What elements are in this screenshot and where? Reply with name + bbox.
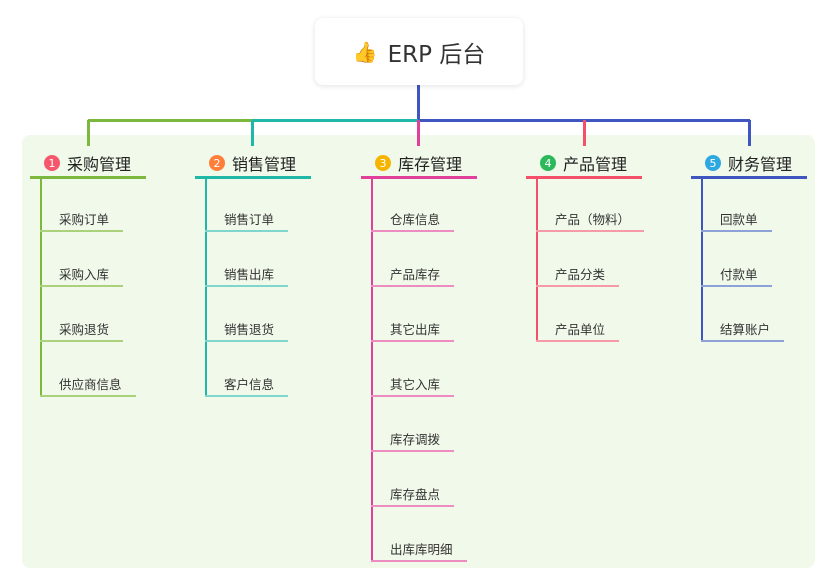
leaf-item[interactable]: 供应商信息 [59,377,122,392]
branch-3[interactable]: 3 库存管理 [375,151,462,175]
leaf-underline [701,340,784,342]
number-badge: 5 [705,155,721,171]
leaf-underline [40,230,123,232]
leaf-item[interactable]: 销售订单 [224,212,275,227]
leaf-underline [536,230,644,232]
branch-connector [583,120,586,146]
leaf-underline [701,230,772,232]
leaf-underline [371,340,454,342]
leaf-item[interactable]: 产品分类 [555,267,606,282]
leaf-item[interactable]: 库存调拨 [390,432,441,447]
leaf-underline [371,450,454,452]
leaf-item[interactable]: 其它出库 [390,322,441,337]
branch-1[interactable]: 1 采购管理 [44,151,131,175]
leaf-underline [371,285,454,287]
trunk-connector [417,85,420,121]
leaf-item[interactable]: 销售退货 [224,322,275,337]
number-badge: 4 [540,155,556,171]
leaf-item[interactable]: 产品（物料） [555,212,631,227]
leaf-underline [701,285,772,287]
number-badge: 3 [375,155,391,171]
number-badge: 1 [44,155,60,171]
leaf-item[interactable]: 库存盘点 [390,487,441,502]
leaf-item[interactable]: 采购退货 [59,322,110,337]
branch-connector [251,120,254,146]
leaf-underline [371,505,454,507]
leaf-underline [40,285,123,287]
leaf-item[interactable]: 产品单位 [555,322,606,337]
leaf-item[interactable]: 客户信息 [224,377,275,392]
root-title: ERP 后台 [387,41,486,68]
leaf-item[interactable]: 仓库信息 [390,212,441,227]
branch-label: 财务管理 [728,155,793,174]
leaf-underline [205,395,288,397]
leaf-item[interactable]: 出库库明细 [390,542,453,557]
branch-stem [701,178,703,341]
leaf-underline [40,395,136,397]
leaf-item[interactable]: 采购订单 [59,212,110,227]
branch-2[interactable]: 2 销售管理 [209,151,296,175]
branch-label: 库存管理 [398,155,463,174]
branch-stem [205,178,207,396]
leaf-underline [371,395,454,397]
branch-4[interactable]: 4 产品管理 [540,151,627,175]
branch-underline [526,176,642,179]
leaf-item[interactable]: 回款单 [720,212,758,227]
root-node[interactable]: 👍 ERP 后台 [315,18,523,85]
leaf-underline [371,560,467,562]
leaf-item[interactable]: 付款单 [720,267,758,282]
branch-label: 销售管理 [232,155,297,174]
content-panel [22,135,815,568]
leaf-underline [205,230,288,232]
branch-label: 产品管理 [563,155,628,174]
branch-stem [371,178,373,561]
leaf-item[interactable]: 产品库存 [390,267,441,282]
branch-stem [536,178,538,341]
thumbs-up-icon: 👍 [352,39,378,64]
leaf-underline [371,230,454,232]
leaf-underline [205,285,288,287]
leaf-item[interactable]: 销售出库 [224,267,275,282]
leaf-underline [536,285,619,287]
branch-connector [748,120,751,146]
branch-5[interactable]: 5 财务管理 [705,151,792,175]
branch-connector [417,120,420,146]
leaf-underline [536,340,619,342]
branch-label: 采购管理 [67,155,132,174]
leaf-item[interactable]: 采购入库 [59,267,110,282]
leaf-underline [40,340,123,342]
branch-underline [691,176,807,179]
branch-stem [40,178,42,396]
branch-underline [361,176,477,179]
number-badge: 2 [209,155,225,171]
connector-segment [252,119,418,122]
leaf-item[interactable]: 其它入库 [390,377,441,392]
branch-connector [87,120,90,146]
connector-segment [88,119,253,122]
branch-underline [30,176,146,179]
branch-underline [195,176,311,179]
leaf-underline [205,340,288,342]
leaf-item[interactable]: 结算账户 [720,322,771,337]
